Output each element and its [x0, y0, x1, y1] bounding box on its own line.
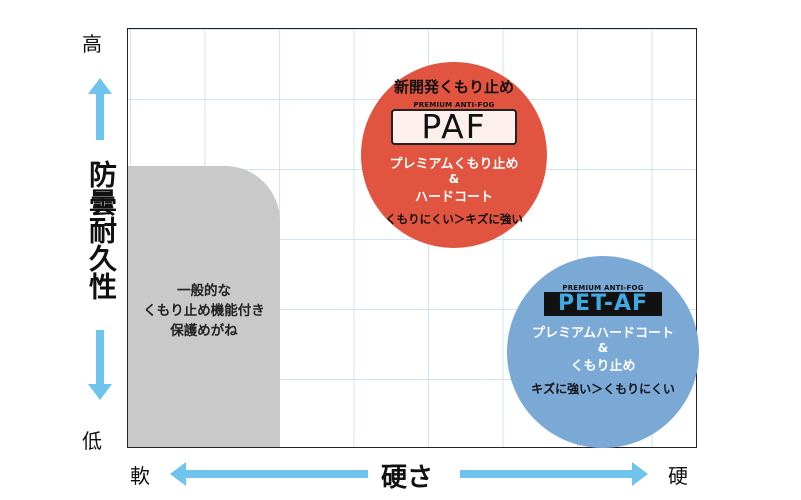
down-arrow-icon	[88, 330, 112, 400]
left-arrow-icon	[170, 462, 368, 486]
petaf-line2: くもり止め	[570, 359, 636, 374]
y-axis-title: 防曇耐久性	[85, 160, 118, 300]
petaf-tagline: PREMIUM ANTI-FOG	[562, 284, 644, 292]
petaf-amp: &	[597, 341, 609, 355]
general-line-2: くもり止め機能付き	[143, 303, 265, 319]
region-general: 一般的な くもり止め機能付き 保護めがね	[128, 166, 280, 447]
x-axis-soft-label: 軟	[130, 464, 150, 488]
right-arrow-icon	[460, 462, 648, 486]
x-axis-arrows	[170, 462, 648, 486]
paf-amp: &	[448, 172, 460, 186]
paf-line2: ハードコート	[414, 190, 493, 205]
x-axis-title: 硬さ	[381, 463, 434, 493]
petaf-logo: PET-AF	[544, 292, 662, 316]
general-line-1: 一般的な	[177, 283, 231, 299]
paf-logo: PAF	[391, 109, 517, 145]
paf-tagline: PREMIUM ANTI-FOG	[413, 101, 495, 109]
region-paf: 新開発くもり止め PREMIUM ANTI-FOG PAF プレミアムくもり止め…	[361, 62, 547, 248]
petaf-line1: プレミアムハードコート	[531, 326, 675, 341]
y-axis-high-label: 高	[82, 32, 102, 56]
y-axis-arrows	[88, 78, 112, 400]
x-axis-hard-label: 硬	[668, 464, 688, 488]
up-arrow-icon	[88, 78, 112, 140]
paf-headline: 新開発くもり止め	[393, 78, 514, 96]
paf-feature: くもりにくい＞キズに強い	[385, 212, 523, 226]
y-axis-low-label: 低	[82, 429, 102, 453]
petaf-feature: キズに強い＞くもりにくい	[531, 382, 675, 396]
paf-line1: プレミアムくもり止め	[389, 157, 519, 172]
general-line-3: 保護めがね	[170, 323, 238, 339]
region-petaf: PREMIUM ANTI-FOG PET-AF プレミアムハードコート & くも…	[507, 256, 699, 448]
